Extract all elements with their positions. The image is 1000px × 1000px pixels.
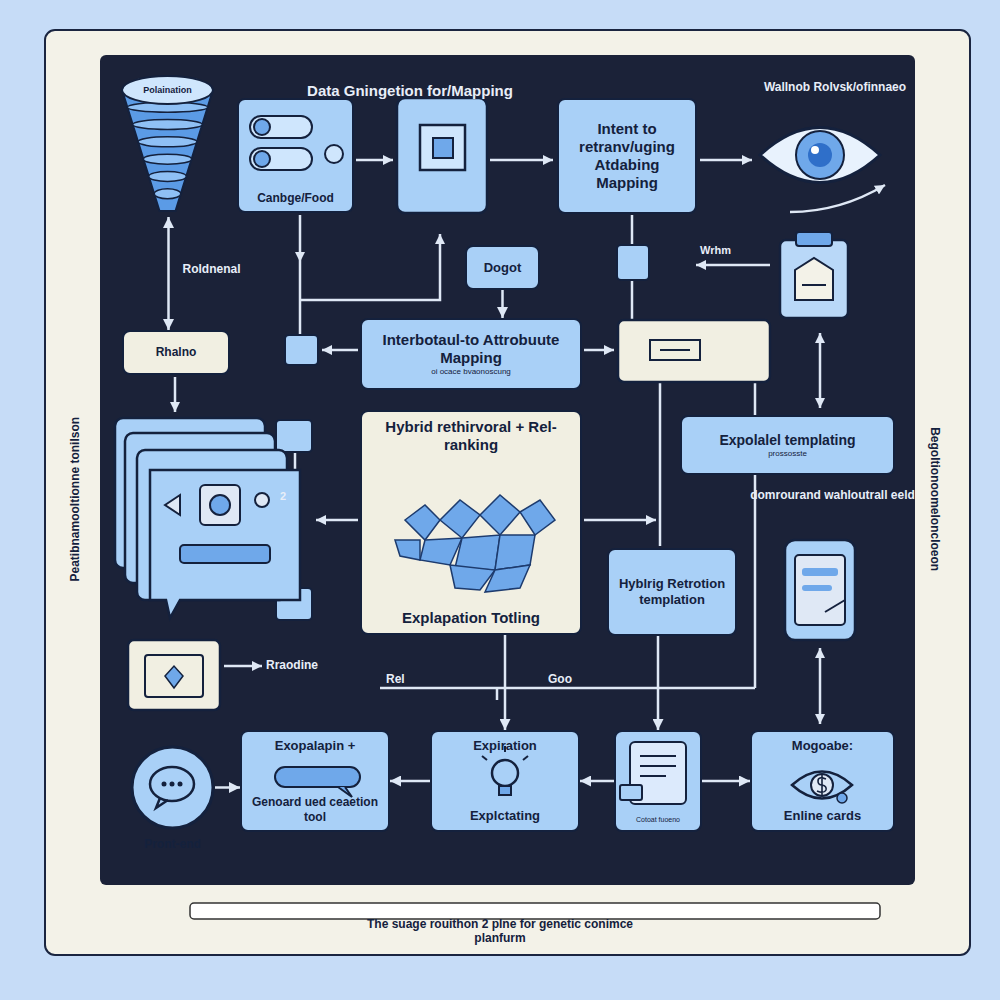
process-box: Interbotaul-to Attrobuute Mappingoi ocac…: [360, 318, 582, 390]
node-text: Genoard ued ceaetion tool: [248, 795, 382, 824]
connector-arrow: [702, 780, 750, 783]
process-box: Exopalapin + Genoard ued ceaetion tool: [240, 730, 390, 832]
node-title: Canbge/Food: [257, 191, 334, 205]
process-box: ExpirationExplctating: [430, 730, 580, 832]
node-title: Intent to retranv/uging Atdabing Mapping: [565, 120, 689, 192]
node-title: Interbotaul-to Attrobuute Mapping: [368, 331, 574, 367]
node-title: Cotoat fuoeno: [636, 816, 680, 824]
phone-icon: [785, 540, 855, 640]
callout-number: 2: [280, 490, 300, 503]
node-title: Expiration: [473, 738, 537, 754]
node-title: Hybrid rethirvoral + Rel-ranking: [368, 418, 574, 454]
caption-bar: [190, 903, 880, 919]
edge-label: Roldnenal: [183, 262, 241, 276]
wire-label: Rraodine: [266, 658, 346, 672]
connector-arrow: [501, 290, 504, 318]
frontend-circle: Pront-end: [130, 745, 215, 830]
outer-frame: [45, 30, 970, 955]
node-title: Exopalapin +: [275, 738, 356, 754]
process-box: Dogot: [465, 245, 540, 290]
process-box: Rhalno: [122, 330, 230, 375]
process-box: Hybrid rethirvoral + Rel-rankingExplapat…: [360, 410, 582, 635]
connector-arrow: [215, 786, 240, 789]
connector-arrow: [657, 636, 660, 730]
template-box: [618, 320, 770, 382]
connector-arrow: [167, 217, 170, 330]
side-label: Begoltionoomeloncloeon: [928, 299, 942, 699]
node-title: Hyblrig Retrotion templation: [615, 576, 729, 607]
connector-arrow: [390, 780, 430, 783]
side-note: domrourand wahloutrall eeld: [745, 488, 920, 502]
process-box: Intent to retranv/uging Atdabing Mapping: [557, 98, 697, 214]
process-box: Canbge/Food: [237, 98, 354, 213]
process-box: Mogoabe: Enline cards: [750, 730, 895, 832]
diagram-title: Data Gningetion for/Mapping: [250, 82, 570, 100]
node-title: Expolalel templating: [719, 432, 855, 449]
circle-outline: [130, 745, 215, 830]
device-box: Cotoat fuoeno: [614, 730, 702, 832]
connector-arrow: [580, 780, 614, 783]
wire-label: Goo: [548, 672, 588, 686]
eye-icon: [760, 128, 880, 183]
small-icon-box: [128, 640, 220, 710]
dark-panel: [100, 55, 915, 885]
wire-label: Wrhm: [700, 244, 760, 257]
node-text: Explctating: [470, 808, 540, 824]
process-box: Expolalel templatingprossosste: [680, 415, 895, 475]
node-text: prossosste: [768, 449, 807, 459]
icon-box: [397, 98, 487, 213]
clipboard-icon: [780, 232, 848, 318]
header-note: Wallnob Rolvsk/ofinnaeo: [755, 80, 915, 94]
node-text: oi ocace bvaonoscung: [431, 367, 511, 377]
node-text: Enline cards: [784, 808, 861, 824]
connector-arrow: [504, 635, 507, 730]
node-title: Pront-end: [100, 837, 245, 851]
node-title: Mogoabe:: [792, 738, 853, 754]
node-title: Polaination: [143, 85, 192, 96]
diagram-caption: The suage rouithon 2 plne for genetic co…: [360, 918, 640, 946]
node-title: Dogot: [484, 260, 522, 276]
process-box: Hyblrig Retrotion templation: [607, 548, 737, 636]
wire-label: Rel: [386, 672, 426, 686]
funnel-node: Polaination: [120, 72, 215, 217]
side-label: Peatibnamooltionne tonilson: [68, 299, 82, 699]
node-text: Explapation Totling: [402, 609, 540, 627]
chat-cards: [115, 418, 300, 618]
wires: [175, 160, 885, 724]
node-title: Rhalno: [156, 345, 197, 359]
